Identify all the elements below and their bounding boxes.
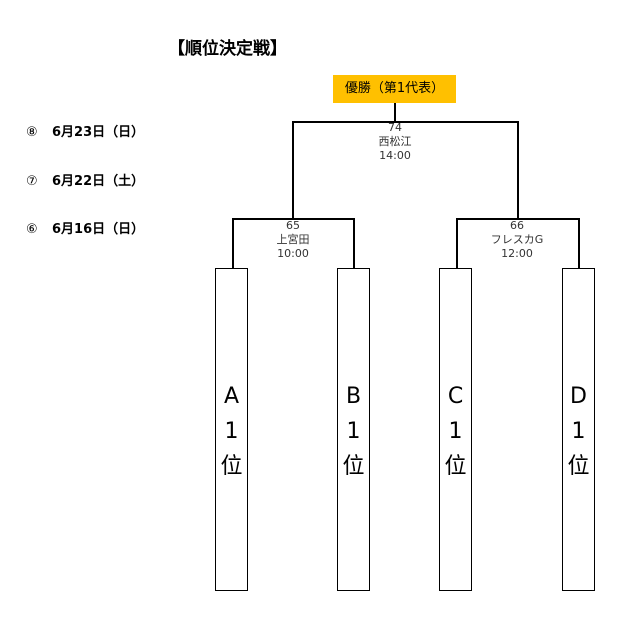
team-letter: A — [223, 384, 240, 409]
match-time: 10:00 — [277, 247, 309, 260]
semifinal-right-drop-line — [456, 218, 458, 268]
team-rank-number: 1 — [448, 419, 463, 444]
semifinal-left-drop-line — [353, 218, 355, 268]
match-number: 65 — [286, 219, 300, 232]
semifinal-right-drop-line — [578, 218, 580, 268]
winner-label: 優勝（第1代表） — [333, 75, 456, 103]
team-label: B 1 位 — [338, 379, 369, 484]
round-date-row: ⑧ 6月23日（日） — [26, 121, 144, 140]
match-time: 12:00 — [501, 247, 533, 260]
round-date: 6月16日（日） — [52, 222, 145, 237]
team-rank-suffix: 位 — [567, 454, 590, 479]
final-match-info: 74 西松江 14:00 — [345, 121, 445, 163]
team-label: C 1 位 — [440, 379, 471, 484]
semifinal-right-horizontal-line — [456, 218, 579, 220]
round-date-row: ⑦ 6月22日（土） — [26, 170, 144, 189]
team-box-a: A 1 位 — [215, 268, 248, 591]
team-rank-number: 1 — [224, 419, 239, 444]
final-right-drop-line — [517, 121, 519, 218]
team-rank-suffix: 位 — [220, 454, 243, 479]
round-number: ⑥ — [26, 222, 38, 237]
round-date: 6月23日（日） — [52, 125, 145, 140]
match-number: 74 — [388, 121, 402, 134]
final-stem-line — [394, 103, 396, 121]
team-letter: D — [570, 384, 587, 409]
team-rank-suffix: 位 — [342, 454, 365, 479]
team-letter: C — [447, 384, 464, 409]
page-title: 【順位決定戦】 — [168, 39, 287, 59]
final-horizontal-line — [292, 121, 518, 123]
semifinal-match-info: 65 上宮田 10:00 — [243, 219, 343, 261]
match-time: 14:00 — [379, 149, 411, 162]
match-venue: 上宮田 — [276, 233, 310, 246]
team-box-d: D 1 位 — [562, 268, 595, 591]
team-rank-number: 1 — [346, 419, 361, 444]
round-date: 6月22日（土） — [52, 174, 145, 189]
semifinal-left-horizontal-line — [232, 218, 354, 220]
match-venue: フレスカG — [490, 233, 544, 246]
team-rank-number: 1 — [571, 419, 586, 444]
team-label: A 1 位 — [216, 379, 247, 484]
round-date-row: ⑥ 6月16日（日） — [26, 218, 144, 237]
semifinal-left-drop-line — [232, 218, 234, 268]
team-letter: B — [345, 384, 362, 409]
round-number: ⑧ — [26, 125, 38, 140]
team-box-b: B 1 位 — [337, 268, 370, 591]
team-rank-suffix: 位 — [444, 454, 467, 479]
match-venue: 西松江 — [378, 135, 412, 148]
round-number: ⑦ — [26, 174, 38, 189]
team-label: D 1 位 — [563, 379, 594, 484]
semifinal-match-info: 66 フレスカG 12:00 — [467, 219, 567, 261]
final-left-drop-line — [292, 121, 294, 218]
team-box-c: C 1 位 — [439, 268, 472, 591]
match-number: 66 — [510, 219, 524, 232]
